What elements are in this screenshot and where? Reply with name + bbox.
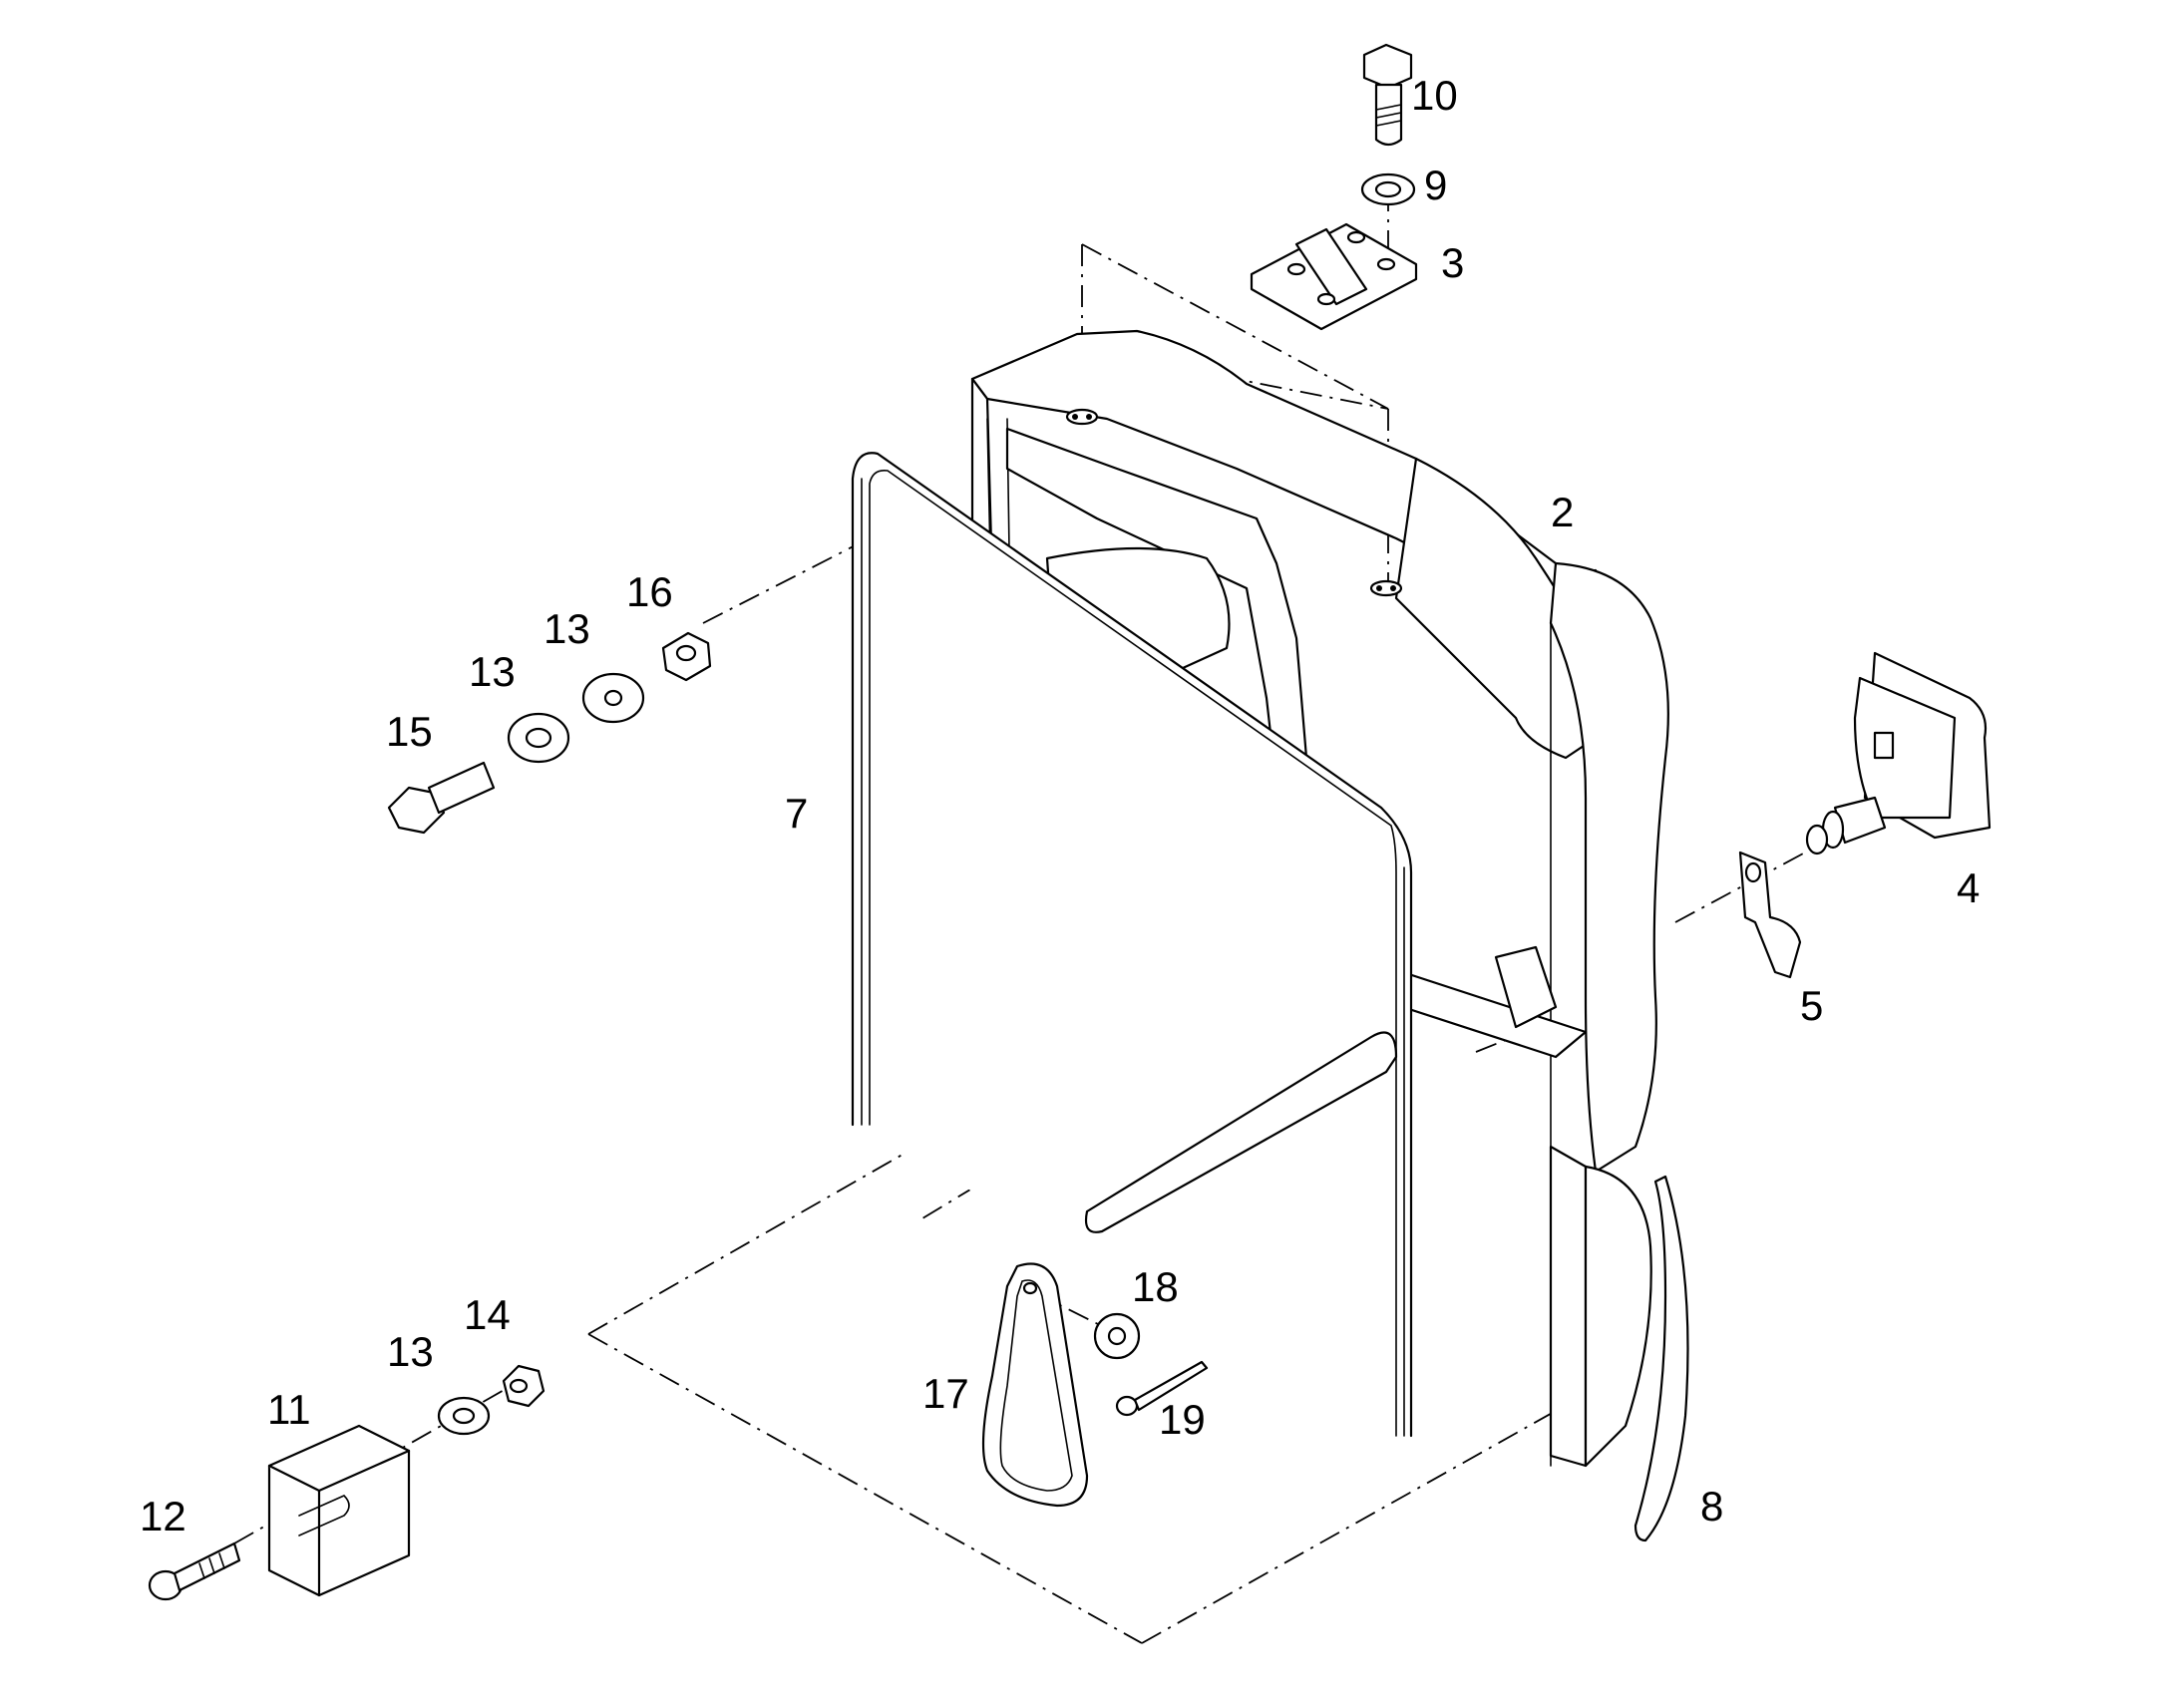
callout-10: 10 xyxy=(1411,72,1458,119)
callout-2: 2 xyxy=(1551,489,1574,535)
callout-16: 16 xyxy=(626,568,673,615)
cotter-pin-19 xyxy=(1115,1360,1209,1417)
callout-12: 12 xyxy=(140,1493,186,1539)
lamp-bracket xyxy=(1738,851,1802,979)
callout-11: 11 xyxy=(267,1386,311,1433)
washer-9 xyxy=(1360,172,1416,206)
callout-9: 9 xyxy=(1424,162,1447,208)
door-seal xyxy=(851,452,1413,1438)
bolt-15 xyxy=(387,761,496,835)
work-lamp xyxy=(1805,651,1992,855)
edge-strip xyxy=(1634,1175,1689,1542)
latch-block xyxy=(267,1424,411,1597)
washer-13a xyxy=(507,712,570,764)
callout-8: 8 xyxy=(1700,1483,1723,1530)
washer-13b xyxy=(581,672,645,724)
callout-17: 17 xyxy=(922,1370,969,1417)
strap-loop xyxy=(981,1262,1089,1508)
nut-14 xyxy=(502,1364,545,1408)
callout-14: 14 xyxy=(464,1291,511,1338)
callout-13-lower: 13 xyxy=(387,1328,434,1375)
callout-13-upper-right: 13 xyxy=(544,605,590,652)
hinge xyxy=(1250,222,1418,331)
bolt-10 xyxy=(1362,43,1413,147)
callout-5: 5 xyxy=(1800,982,1823,1029)
callout-18: 18 xyxy=(1132,1263,1179,1310)
callout-13-upper-left: 13 xyxy=(469,648,516,695)
nut-16 xyxy=(661,631,712,682)
callout-4: 4 xyxy=(1957,864,1980,911)
callout-labels: 2 3 4 5 7 8 9 10 11 12 13 13 13 14 15 16… xyxy=(140,72,1980,1539)
callout-3: 3 xyxy=(1441,239,1464,286)
callout-19: 19 xyxy=(1159,1396,1206,1443)
washer-13c xyxy=(437,1396,491,1436)
bolt-12 xyxy=(148,1541,241,1601)
callout-7: 7 xyxy=(785,790,808,837)
callout-15: 15 xyxy=(386,708,433,755)
washer-18 xyxy=(1093,1312,1141,1360)
